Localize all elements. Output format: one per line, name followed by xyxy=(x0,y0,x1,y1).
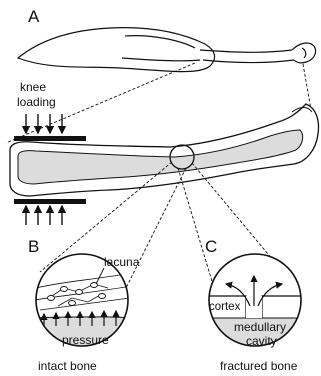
medullary-label-line1: medullary xyxy=(234,320,286,334)
panel-label-a: A xyxy=(28,7,40,26)
fractured-bone-caption: fractured bone xyxy=(220,359,298,373)
intact-bone-caption: intact bone xyxy=(38,359,97,373)
top-load-arrows xyxy=(26,114,62,133)
medullary-label-line2: cavity xyxy=(246,334,277,348)
limb-bone-sketch xyxy=(18,28,316,72)
cortex-label: cortex xyxy=(209,301,241,313)
panel-label-b: B xyxy=(28,237,39,256)
bottom-load-arrows xyxy=(26,206,62,225)
lacuna-label: lacuna xyxy=(104,255,140,269)
knee-loading-label-line2: loading xyxy=(17,95,56,109)
long-bone xyxy=(10,104,319,196)
knee-loading-label-line1: knee xyxy=(20,80,46,94)
bottom-loading-plate xyxy=(14,199,86,204)
panel-label-c: C xyxy=(205,237,217,256)
pressure-label: pressure xyxy=(62,333,109,347)
top-loading-plate xyxy=(14,136,86,141)
